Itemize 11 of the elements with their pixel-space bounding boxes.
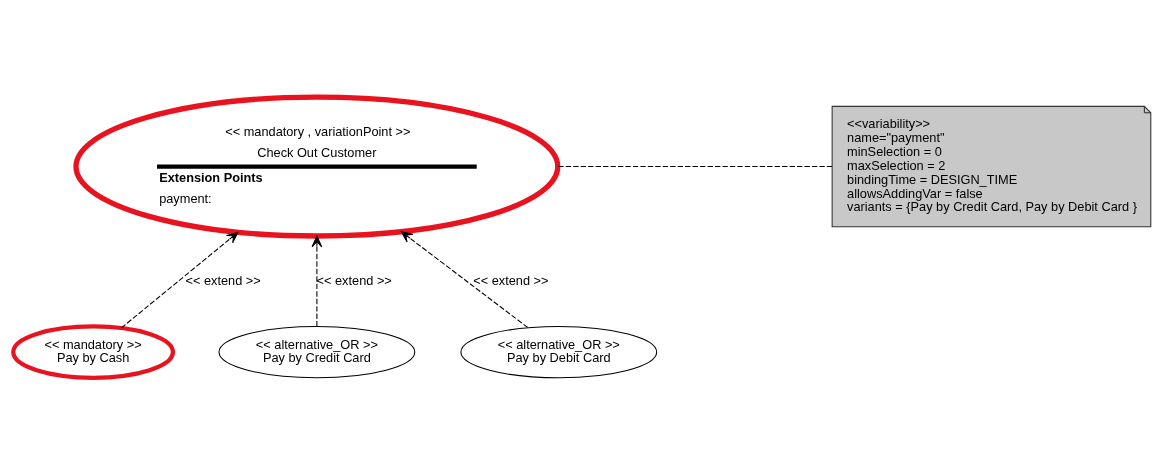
connector <box>557 165 833 167</box>
edge-label: << extend >> <box>316 272 392 288</box>
edge-label: << extend >> <box>185 272 261 288</box>
node-ellipse: << alternative_OR >> Pay by Debit Card <box>460 325 658 378</box>
arrow <box>311 235 323 327</box>
edge-label: << extend >> <box>473 272 549 288</box>
node-ellipse: << alternative_OR >> Pay by Credit Card <box>218 325 416 378</box>
arrow <box>120 231 239 328</box>
node-ellipse: << mandatory , variationPoint >> Check Out Customer Extension Points payment: <box>73 94 561 239</box>
arrow <box>400 230 529 328</box>
node-ellipse: << mandatory >> Pay by Cash <box>11 323 176 380</box>
